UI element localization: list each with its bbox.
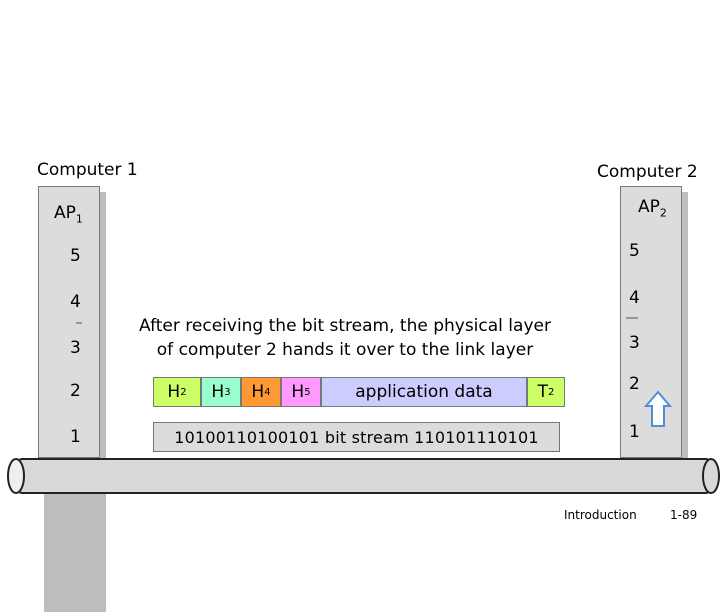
cable-end-left: [7, 458, 25, 494]
computer-1-layer-5: 5: [70, 246, 81, 266]
upward-arrow-icon: [643, 390, 673, 427]
note-line-2: of computer 2 hands it over to the link …: [156, 340, 534, 360]
frame-payload: application data: [321, 377, 527, 407]
computer-2-layer-4: 4: [629, 288, 640, 308]
network-cable: [7, 390, 720, 494]
computer-1-stack: [38, 186, 100, 458]
computer-1-ap-label: AP1: [54, 203, 83, 226]
bit-stream-box: 10100110100101 bit stream 110101110101: [153, 422, 560, 452]
computer-1-layer-4: 4: [70, 292, 81, 312]
cable-end-right: [702, 458, 720, 494]
computer-1-layer-3: 3: [70, 338, 81, 358]
computer-2-layer-1: 1: [629, 422, 640, 442]
explanation-note: After receiving the bit stream, the phys…: [100, 314, 590, 362]
computer-2-label: Computer 2: [597, 162, 698, 182]
computer-2-layer-3: 3: [629, 333, 640, 353]
computer-1-layer-2: 2: [70, 381, 81, 401]
note-line-1: After receiving the bit stream, the phys…: [139, 316, 551, 336]
computer-1-label: Computer 1: [37, 160, 138, 180]
footer-page-number: 1-89: [670, 508, 698, 522]
footer-section: Introduction: [564, 508, 637, 522]
computer-1-layer-1: 1: [70, 427, 81, 447]
computer-2-ap-label: AP2: [638, 197, 667, 220]
cable-body: [13, 458, 715, 494]
computer-2-layer-2: 2: [629, 374, 640, 394]
stack-dividers: [76, 317, 638, 324]
computer-2-layer-5: 5: [629, 241, 640, 261]
